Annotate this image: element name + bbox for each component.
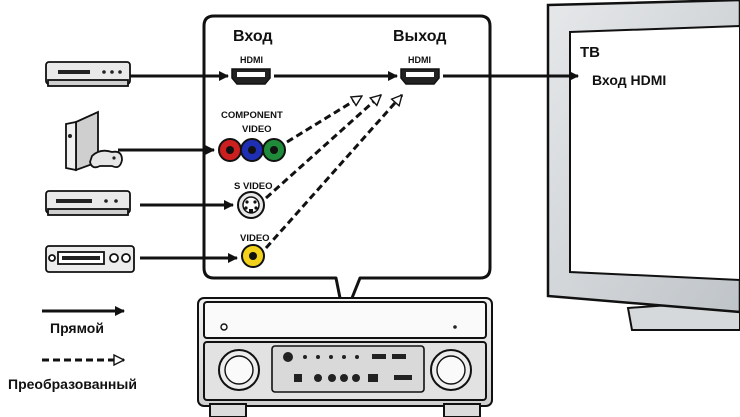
video-label: VIDEO (240, 233, 270, 244)
legend-converted-label: Преобразованный (8, 376, 137, 392)
tv-hdmi-input-label: Вход HDMI (592, 72, 666, 88)
direct-connections (118, 71, 579, 263)
svideo-converted-line (264, 93, 381, 200)
converted-connections (264, 93, 404, 249)
av-receiver-icon (197, 297, 493, 417)
component-video-label: VIDEO (242, 124, 272, 135)
tv: ТВ Вход HDMI (546, 0, 740, 331)
tv-label: ТВ (580, 44, 600, 61)
jack-panel: Вход Выход HDMI HDMI COMPONENT VIDEO S V… (202, 14, 492, 320)
legend-direct-label: Прямой (50, 320, 104, 336)
dvd-player-icon (45, 61, 131, 87)
front-panel (271, 345, 425, 393)
legend: Прямой Преобразованный (8, 306, 137, 392)
svideo-jack (237, 191, 265, 219)
tv-screen (569, 24, 740, 282)
video-converted-line (264, 95, 404, 249)
vcr-icon (45, 190, 131, 216)
component-jacks (218, 138, 286, 162)
hdmi-out-jack (400, 68, 440, 85)
game-console-icon (65, 110, 123, 172)
component-converted-line (286, 94, 362, 144)
composite-jack (241, 244, 265, 268)
svideo-label: S VIDEO (234, 181, 273, 192)
hdmi-out-label: HDMI (408, 55, 431, 65)
hdmi-in-jack (231, 68, 271, 85)
component-label: COMPONENT (221, 110, 283, 121)
output-header: Выход (393, 28, 446, 45)
cassette-deck-icon (45, 245, 135, 273)
input-header: Вход (233, 28, 273, 45)
hdmi-in-label: HDMI (240, 55, 263, 65)
